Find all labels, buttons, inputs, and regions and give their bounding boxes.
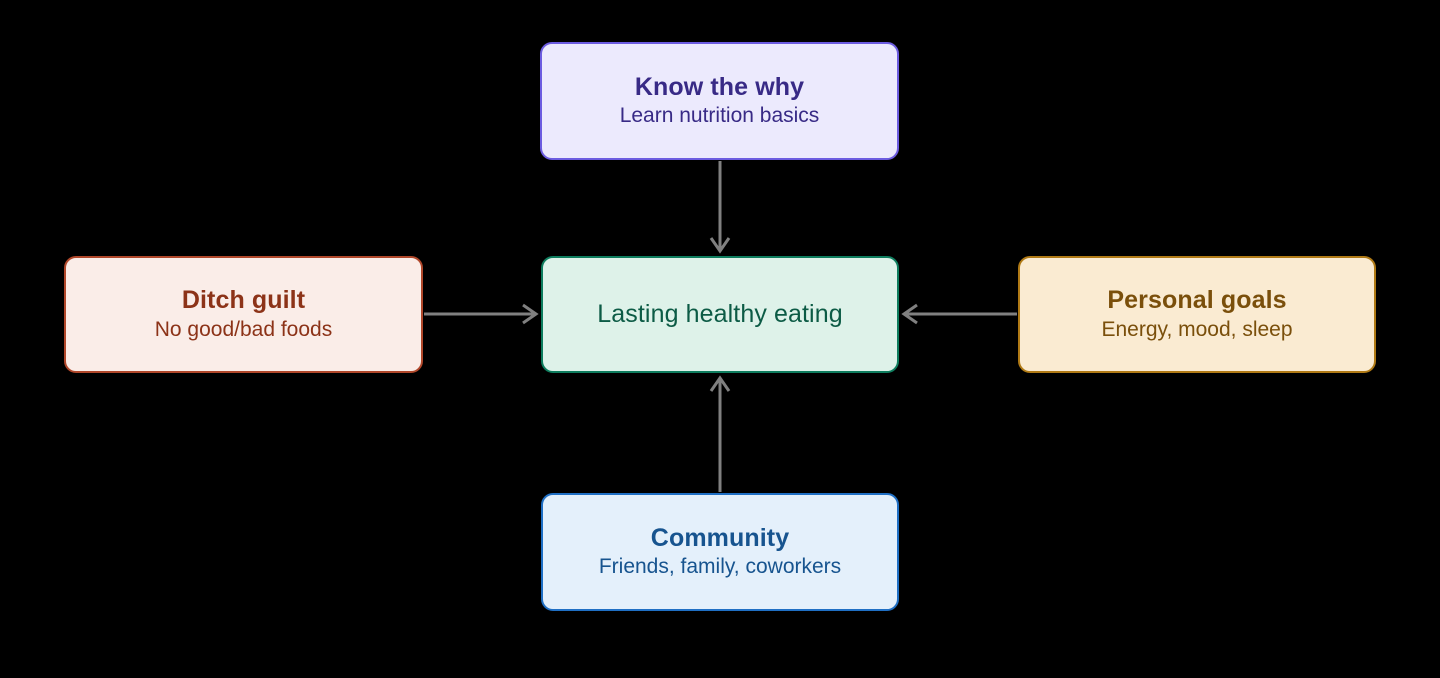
edge-ditch-guilt-to-center	[424, 303, 539, 325]
edge-community-to-center	[709, 375, 731, 492]
node-ditch-guilt[interactable]: Ditch guilt No good/bad foods	[64, 256, 423, 373]
node-personal-goals[interactable]: Personal goals Energy, mood, sleep	[1018, 256, 1376, 373]
node-lasting-healthy-eating[interactable]: Lasting healthy eating	[541, 256, 899, 373]
node-subtitle: Learn nutrition basics	[619, 104, 820, 128]
node-subtitle: No good/bad foods	[154, 317, 333, 341]
node-title: Community	[650, 523, 790, 552]
node-community[interactable]: Community Friends, family, coworkers	[541, 493, 899, 611]
node-title: Know the why	[634, 72, 805, 101]
node-know-the-why[interactable]: Know the why Learn nutrition basics	[540, 42, 899, 160]
node-subtitle: Energy, mood, sleep	[1101, 317, 1293, 341]
node-subtitle: Friends, family, coworkers	[598, 555, 842, 579]
node-title: Ditch guilt	[181, 286, 306, 315]
node-title: Lasting healthy eating	[597, 299, 843, 328]
node-title: Personal goals	[1107, 286, 1287, 315]
edge-know-why-to-center	[709, 161, 731, 254]
edge-personal-goals-to-center	[901, 303, 1017, 325]
